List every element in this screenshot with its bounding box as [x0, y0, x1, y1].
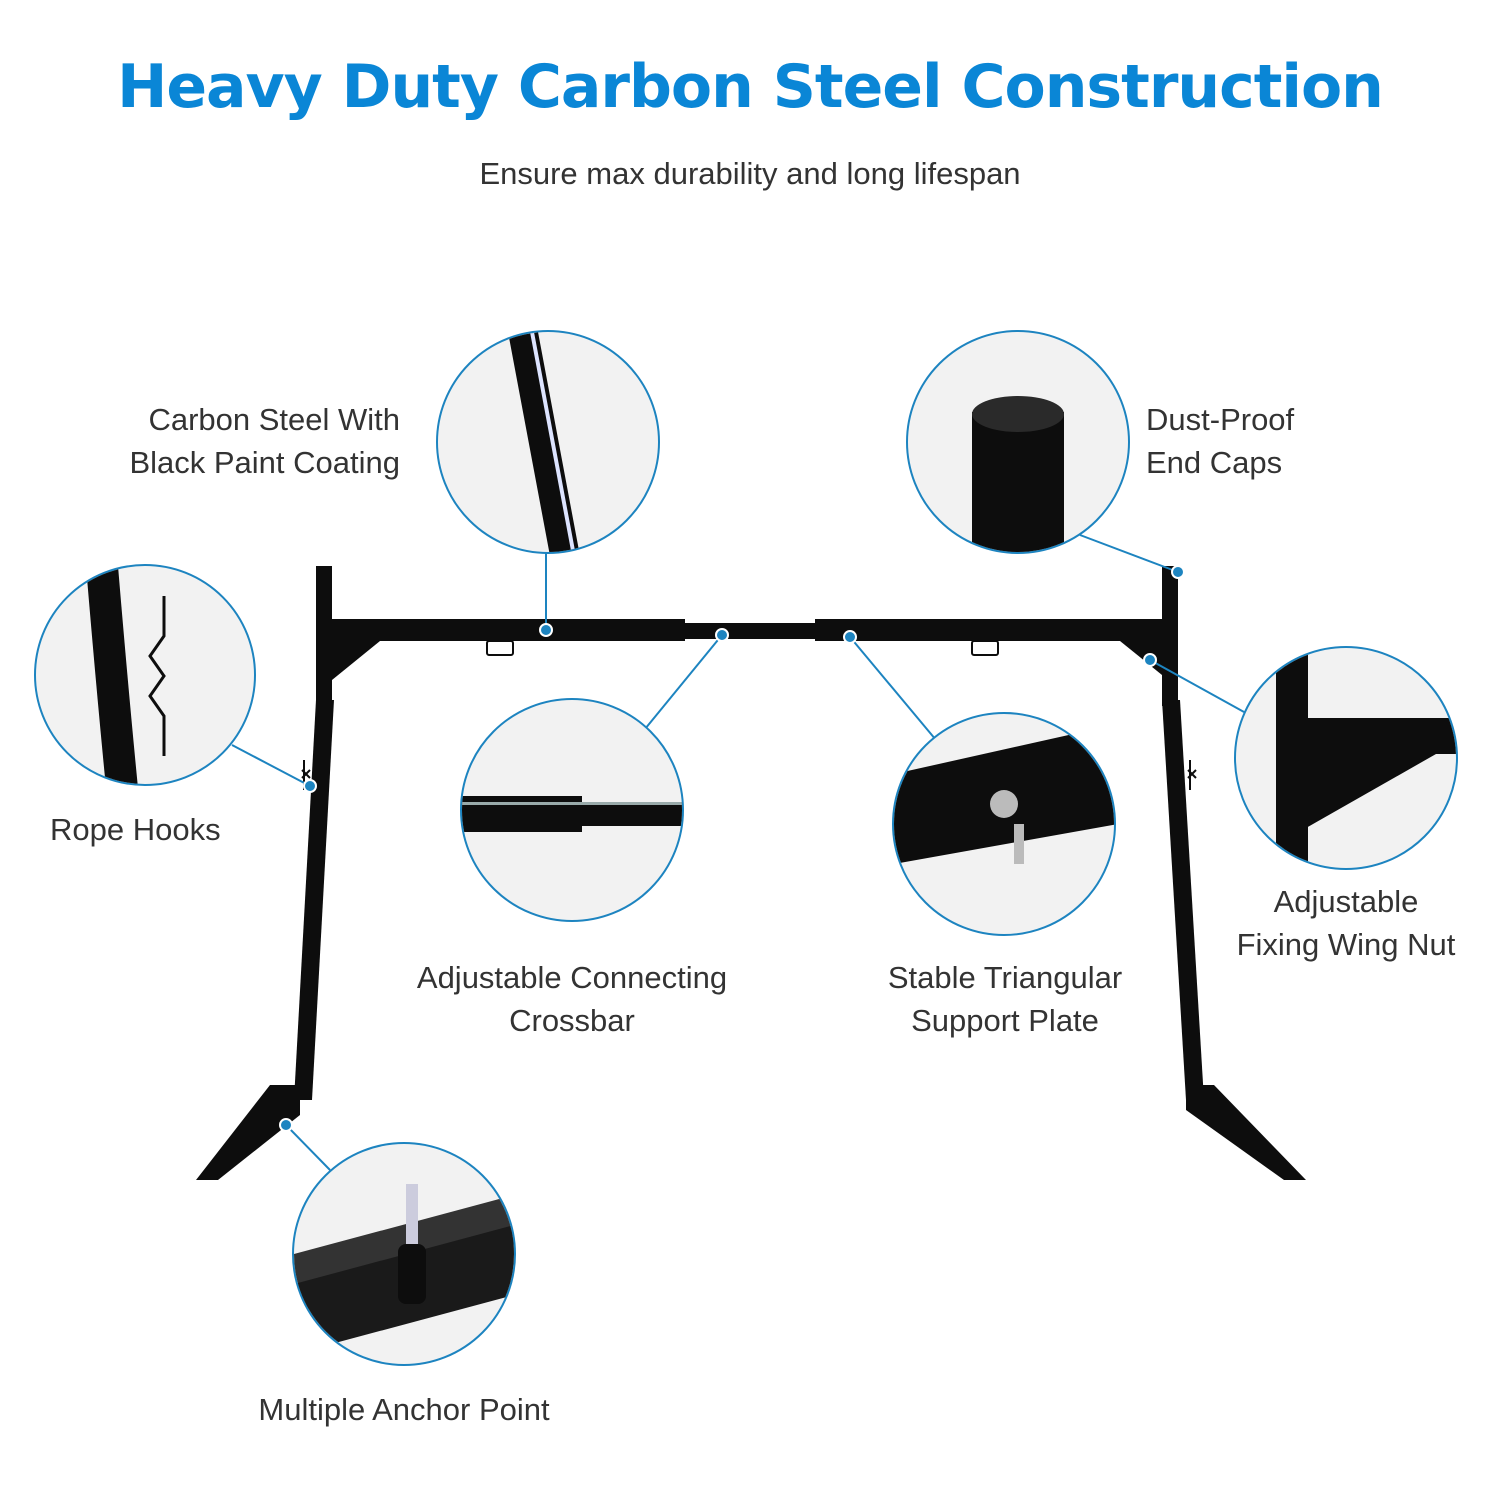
label-crossbar: Adjustable Connecting Crossbar	[372, 956, 772, 1042]
label-line: Stable Triangular	[887, 960, 1123, 995]
label-line: Crossbar	[509, 1003, 635, 1038]
coating-detail-image	[436, 330, 660, 554]
label-end-caps: Dust-Proof End Caps	[1146, 398, 1446, 484]
label-line: Support Plate	[911, 1003, 1099, 1038]
label-line: Adjustable Connecting	[416, 960, 728, 995]
crossbar-detail-image	[460, 698, 684, 922]
label-line: Black Paint Coating	[129, 445, 400, 480]
page-title: Heavy Duty Carbon Steel Construction	[117, 52, 1384, 122]
label-line: Fixing Wing Nut	[1236, 927, 1456, 962]
label-support-plate: Stable Triangular Support Plate	[840, 956, 1170, 1042]
page-subtitle: Ensure max durability and long lifespan	[479, 156, 1021, 191]
support-plate-detail-image	[892, 712, 1116, 936]
label-line: Dust-Proof	[1146, 402, 1295, 437]
label-line: Carbon Steel With	[148, 402, 400, 437]
label-line: End Caps	[1146, 445, 1283, 480]
rope-hooks-detail-image	[34, 564, 256, 786]
label-line: Adjustable	[1273, 884, 1419, 919]
wing-nut-detail-image	[1234, 646, 1458, 870]
label-anchor-point: Multiple Anchor Point	[214, 1388, 594, 1431]
end-caps-detail-image	[906, 330, 1130, 554]
label-line: Rope Hooks	[50, 812, 221, 847]
anchor-point-detail-image	[292, 1142, 516, 1366]
label-line: Multiple Anchor Point	[258, 1392, 550, 1427]
label-rope-hooks: Rope Hooks	[50, 808, 310, 851]
label-wing-nut: Adjustable Fixing Wing Nut	[1206, 880, 1486, 966]
label-coating: Carbon Steel With Black Paint Coating	[60, 398, 400, 484]
